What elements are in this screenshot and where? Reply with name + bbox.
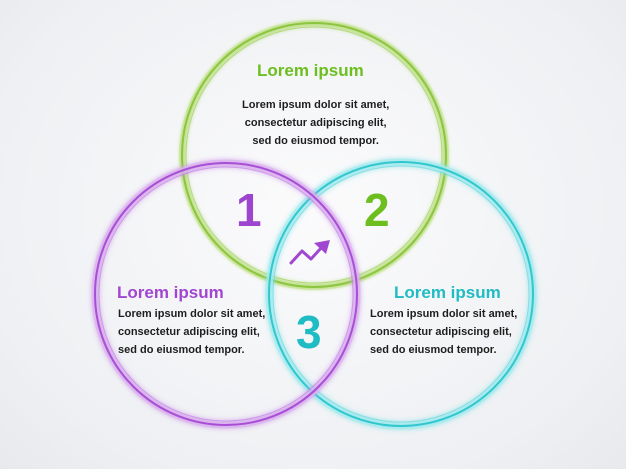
- trend-up-arrow-icon: [289, 240, 330, 265]
- green-ring: [179, 20, 449, 290]
- step-number-one: 1: [236, 184, 262, 236]
- green-text-line: Lorem ipsum dolor sit amet,: [242, 99, 390, 111]
- green-section-title: Lorem ipsum: [257, 61, 364, 80]
- purple-ring: [91, 159, 361, 429]
- purple-text-line: consectetur adipiscing elit,: [118, 326, 260, 338]
- green-text-line: sed do eiusmod tempor.: [252, 135, 379, 147]
- cyan-text-line: Lorem ipsum dolor sit amet,: [370, 308, 518, 320]
- step-number-three: 3: [296, 306, 322, 358]
- purple-section-text: Lorem ipsum dolor sit amet, consectetur …: [118, 305, 265, 359]
- green-section-text: Lorem ipsum dolor sit amet, consectetur …: [242, 96, 389, 150]
- cyan-text-line: sed do eiusmod tempor.: [370, 344, 497, 356]
- cyan-ring: [265, 158, 537, 430]
- cyan-section-text: Lorem ipsum dolor sit amet, consectetur …: [370, 305, 517, 359]
- green-text-line: consectetur adipiscing elit,: [244, 117, 387, 129]
- purple-section-title: Lorem ipsum: [117, 283, 224, 302]
- purple-text-line: sed do eiusmod tempor.: [118, 344, 245, 356]
- purple-text-line: Lorem ipsum dolor sit amet,: [118, 308, 266, 320]
- cyan-section-title: Lorem ipsum: [394, 283, 501, 302]
- cyan-text-line: consectetur adipiscing elit,: [370, 326, 512, 338]
- step-number-two: 2: [364, 184, 390, 236]
